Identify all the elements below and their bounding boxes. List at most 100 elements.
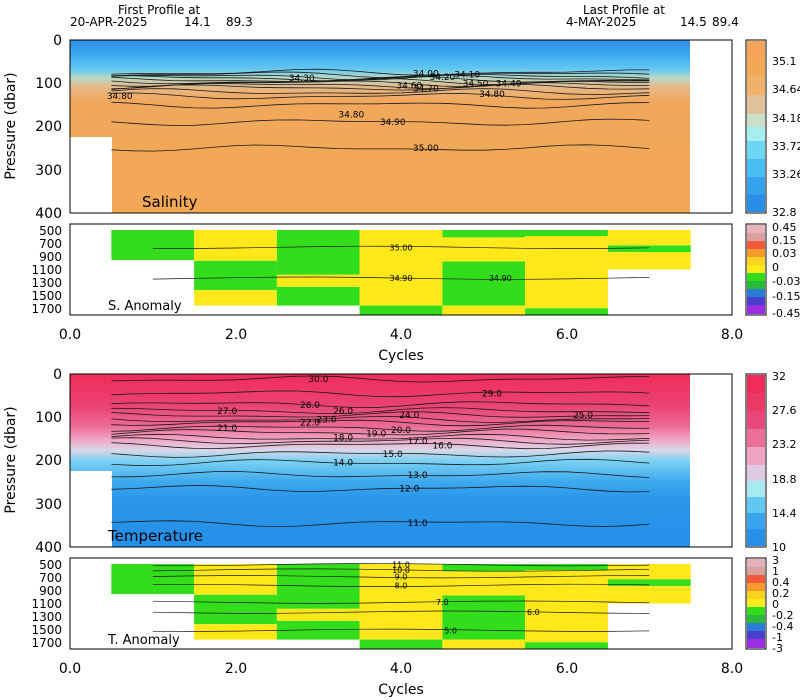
- x-axis-label: Cycles: [378, 682, 424, 698]
- salinity-anomaly-colorbar: 0.45 0.15 0.03 0 -0.03 -0.15 -0.45: [745, 221, 800, 320]
- contour-line: [111, 437, 650, 445]
- contour-label: 17.0: [408, 437, 428, 447]
- first-profile-date: 20-APR-2025: [70, 15, 148, 29]
- anomaly-cell: [194, 564, 277, 595]
- anomaly-cell: [276, 608, 360, 621]
- ta-colorbar-swatch: [747, 591, 765, 599]
- anomaly-cell: [194, 260, 277, 291]
- contour-label: 21.0: [217, 424, 237, 434]
- contour-label: 26.0: [333, 407, 353, 417]
- salinity-colorbar: 35.1 34.64 34.18 33.72 33.26 32.8: [745, 39, 800, 219]
- contour-label: 30.0: [308, 375, 328, 385]
- anomaly-cell: [525, 308, 608, 315]
- contour-line: [111, 401, 650, 409]
- temp-colorbar-swatch: [747, 393, 765, 411]
- contour-line: [111, 82, 650, 90]
- sa-colorbar-tick: 0.15: [772, 234, 797, 247]
- anomaly-cell: [442, 305, 526, 315]
- temp-colorbar-swatch: [747, 513, 765, 529]
- salinity-colorbar-tick: 34.18: [772, 112, 800, 125]
- sa-colorbar-swatch: [747, 281, 765, 289]
- temperature-anomaly-panel: 11.010.09.08.07.06.05.0 T. Anomaly 500 7…: [31, 557, 733, 650]
- salinity-anomaly-frame: [69, 223, 733, 316]
- contour-label: 34.90: [489, 274, 512, 283]
- contour-label: 15.0: [383, 450, 403, 460]
- contour-label: 20.0: [391, 426, 411, 436]
- salinity-ytick: 300: [35, 163, 62, 179]
- contour-line: [152, 575, 650, 579]
- contour-line: [152, 276, 650, 280]
- salinity-colorbar-swatch: [747, 41, 765, 57]
- ta-colorbar-tick: -1: [772, 631, 783, 644]
- contour-label: 7.0: [436, 598, 449, 607]
- salinity-colorbar-swatch: [747, 95, 765, 114]
- x-tick-label: 8.0: [721, 661, 743, 677]
- temperature-panel-label: Temperature: [107, 527, 203, 545]
- contour-label: 34.80: [338, 110, 364, 120]
- anomaly-ytick: 1500: [31, 623, 62, 637]
- temperature-anomaly-cells: [111, 564, 691, 649]
- x-tick-label: 6.0: [556, 661, 578, 677]
- last-profile-date: 4-MAY-2025: [566, 15, 636, 29]
- contour-line: [152, 583, 650, 587]
- contour-line: [152, 563, 650, 567]
- sa-colorbar-tick: 0.45: [772, 221, 797, 234]
- anomaly-ytick: 900: [39, 250, 62, 264]
- ta-colorbar-swatch: [747, 607, 765, 615]
- contour-label: 23.0: [316, 415, 336, 425]
- x-tick-label: 8.0: [721, 327, 743, 343]
- anomaly-cell: [276, 620, 360, 640]
- anomaly-ytick: 1700: [31, 636, 62, 650]
- contour-line: [111, 101, 650, 109]
- anomaly-ytick: 700: [39, 237, 62, 251]
- anomaly-cell: [607, 245, 691, 253]
- contour-line: [111, 458, 650, 467]
- temperature-frame: [69, 373, 733, 548]
- contour-line: [111, 88, 650, 95]
- temperature-anomaly-label: T. Anomaly: [107, 633, 180, 648]
- ta-colorbar-swatch: [747, 639, 765, 648]
- x-tick-label: 6.0: [556, 327, 578, 343]
- temperature-contours: [111, 375, 650, 528]
- temp-colorbar-tick: 18.8: [772, 473, 797, 486]
- salinity-colorbar-swatch: [747, 114, 765, 127]
- salinity-ytick: 200: [35, 119, 62, 135]
- contour-label: 18.0: [333, 434, 353, 444]
- temp-colorbar-swatch: [747, 375, 765, 393]
- anomaly-cell: [442, 571, 526, 596]
- temperature-ytick: 400: [35, 540, 62, 556]
- x-tick-label: 0.0: [59, 327, 81, 343]
- ta-colorbar-swatch: [747, 567, 765, 575]
- ta-colorbar-tick: 0.2: [772, 587, 790, 600]
- salinity-colorbar-swatch: [747, 177, 765, 195]
- contour-line: [111, 83, 650, 91]
- anomaly-cell: [194, 290, 277, 306]
- salinity-frame: [69, 39, 733, 214]
- anomaly-cell: [525, 642, 608, 649]
- anomaly-cell: [359, 639, 443, 649]
- temperature-ytick: 100: [35, 410, 62, 426]
- temperature-anomaly-frame: [69, 557, 733, 650]
- sa-colorbar-swatch: [747, 273, 765, 281]
- anomaly-ytick: 1300: [31, 610, 62, 624]
- anomaly-cell: [607, 252, 691, 270]
- temperature-yticks: 0 100 200 300 400: [35, 367, 62, 556]
- contour-label: 24.0: [399, 411, 419, 421]
- temp-colorbar-tick: 32: [772, 370, 786, 383]
- first-profile-lon: 14.1: [184, 15, 211, 29]
- anomaly-ytick: 1300: [31, 276, 62, 290]
- top-x-axis: 0.0 2.0 4.0 6.0 8.0 Cycles: [59, 327, 743, 364]
- contour-line: [111, 144, 650, 152]
- contour-label: 27.0: [217, 407, 237, 417]
- anomaly-cell: [194, 594, 277, 625]
- sa-colorbar-tick: -0.03: [772, 275, 800, 288]
- contour-label: 34.00: [413, 70, 439, 80]
- salinity-colorbar-tick: 33.26: [772, 168, 800, 181]
- salinity-blank-right: [690, 40, 732, 213]
- anomaly-cell: [276, 274, 360, 287]
- temp-colorbar-swatch: [747, 411, 765, 429]
- sa-colorbar-swatch: [747, 305, 765, 314]
